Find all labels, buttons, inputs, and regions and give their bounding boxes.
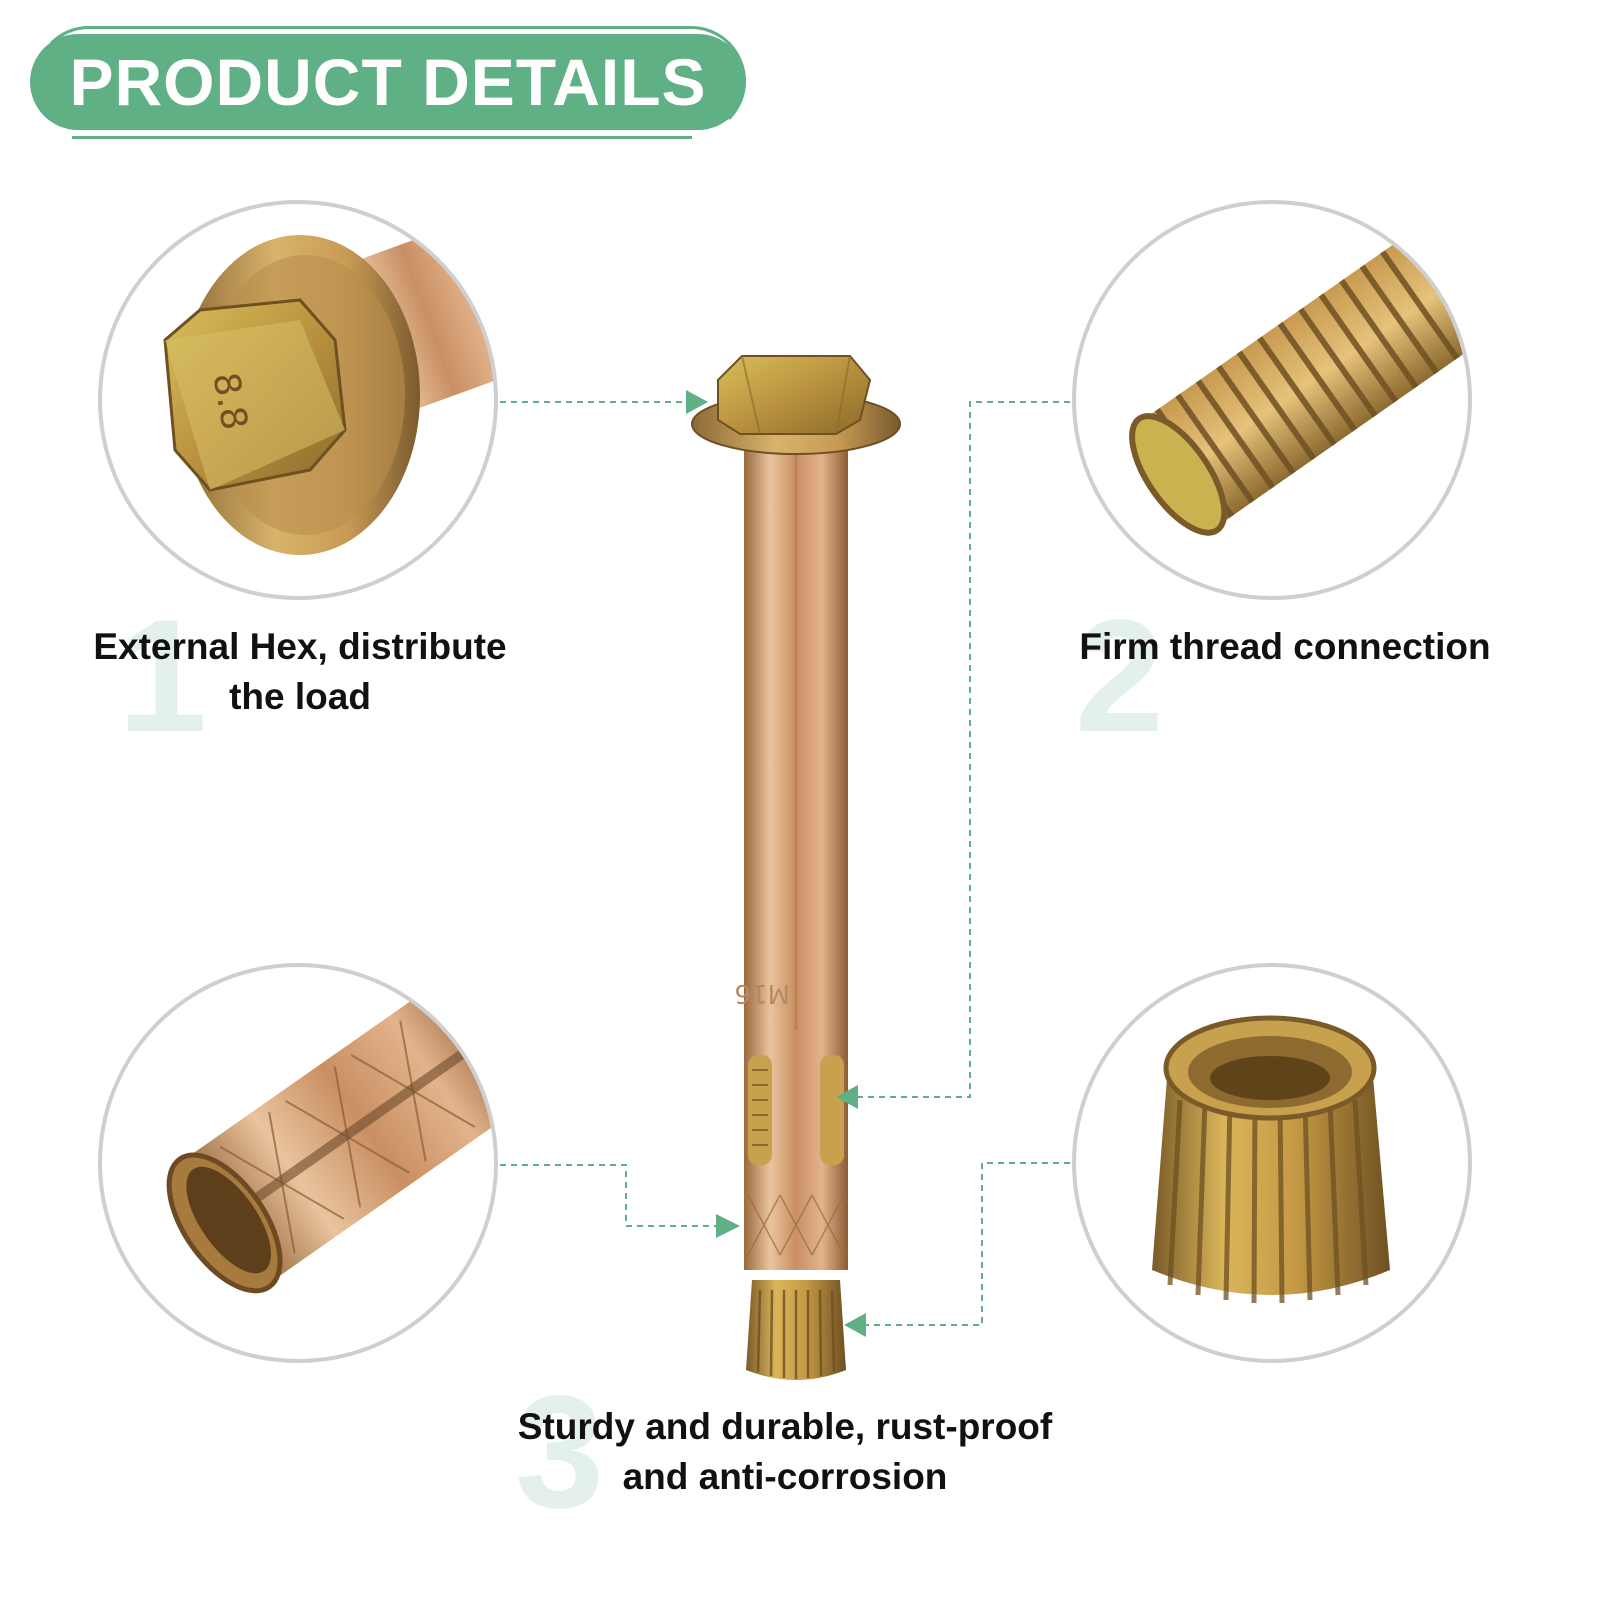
feature-caption-3: Sturdy and durable, rust-proof and anti-… [460,1402,1110,1502]
arrow-right-icon [716,1214,740,1238]
detail-circle-sleeve [98,963,498,1363]
connector-lines [500,401,1070,1326]
connector-cone-nut [862,1162,1070,1326]
arrow-right-icon [686,390,708,414]
feature-caption-3-line1: Sturdy and durable, rust-proof [517,1406,1053,1447]
feature-number-2: 2 [1075,586,1164,765]
anchor-bolt-illustration: M16 [691,355,901,1380]
arrow-left-icon [844,1313,866,1337]
header-banner: PRODUCT DETAILS [30,34,746,130]
connector-arrows [686,390,866,1337]
feature-caption-2: Firm thread connection [1040,622,1530,672]
detail-circle-thread [1072,200,1472,600]
feature-caption-3-line2: and anti-corrosion [622,1456,948,1497]
feature-caption-2-line1: Firm thread connection [1079,626,1491,667]
sleeve-size-marking: M16 [734,978,790,1008]
page-title: PRODUCT DETAILS [69,45,707,119]
connector-thread [855,401,1070,1098]
feature-caption-1-line2: the load [229,676,371,717]
detail-circle-cone-nut [1072,963,1472,1363]
feature-number-3: 3 [515,1362,604,1541]
detail-circle-hex-head: 8.8 [98,200,498,600]
feature-number-1: 1 [118,586,207,765]
header-underline [72,136,692,139]
feature-caption-1: External Hex, distribute the load [60,622,540,722]
arrow-left-icon [836,1085,858,1109]
connector-sleeve [500,1164,724,1227]
head-grade-marking: 8.8 [204,370,254,434]
feature-caption-1-line1: External Hex, distribute [93,626,507,667]
